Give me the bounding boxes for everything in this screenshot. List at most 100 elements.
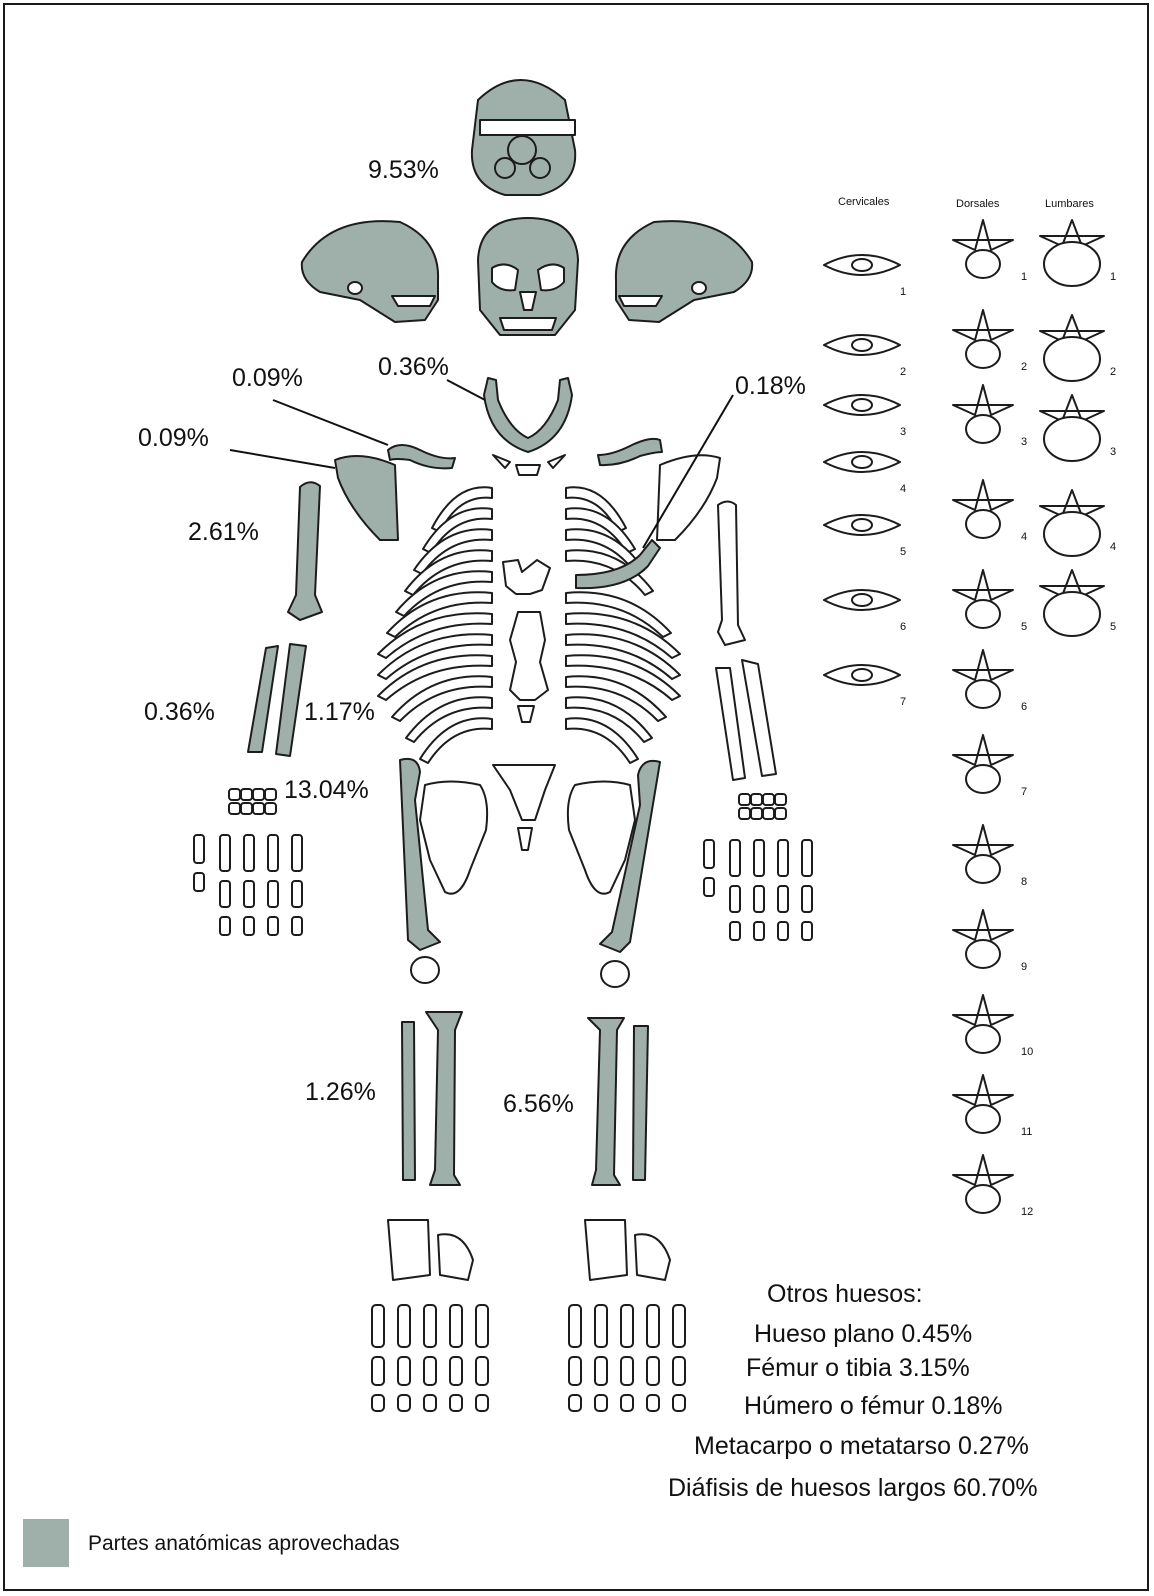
patella-right — [601, 961, 629, 987]
carpal-bone — [253, 789, 264, 800]
vertebra-number: 8 — [1021, 876, 1027, 888]
ilium-left — [420, 782, 487, 894]
foot-phalanx-bone — [398, 1395, 410, 1411]
calcaneus-bone — [388, 1220, 430, 1280]
humerus-right — [718, 502, 745, 646]
vertebra-body — [1044, 512, 1100, 556]
talus-bone — [438, 1234, 473, 1280]
foot-phalanx-bone — [569, 1357, 581, 1385]
phalanx-bone — [268, 881, 278, 907]
vertebra-number: 7 — [900, 696, 906, 708]
vertebra-body — [966, 1185, 1000, 1213]
legend-swatch — [23, 1519, 69, 1567]
hand-left — [194, 789, 302, 935]
vertebra-number: 10 — [1021, 1046, 1033, 1058]
vertebra-body — [1044, 242, 1100, 286]
sternum-body — [510, 612, 548, 700]
manubrium-fragment — [516, 465, 540, 475]
legend-label: Partes anatómicas aprovechadas — [88, 1532, 400, 1555]
vertebra-process — [953, 1155, 1013, 1185]
vertebra-body — [966, 1025, 1000, 1053]
foot-left — [372, 1220, 488, 1411]
foot-phalanx-bone — [595, 1357, 607, 1385]
vertebrae-cervical-title: Cervicales — [838, 196, 890, 208]
vertebra-foramen — [852, 259, 872, 271]
foot-right — [569, 1220, 685, 1411]
vertebra-number: 4 — [1021, 531, 1027, 543]
phalanx-bone — [194, 835, 204, 863]
vertebra-foramen — [852, 669, 872, 681]
other-bones-item: Hueso plano 0.45% — [754, 1320, 972, 1348]
vertebra-body — [966, 510, 1000, 538]
vertebra-body — [966, 940, 1000, 968]
foot-phalanx-bone — [569, 1305, 581, 1347]
label-humerus: 2.61% — [188, 518, 259, 546]
foot-phalanx-bone — [673, 1395, 685, 1411]
calcaneus-bone — [585, 1220, 627, 1280]
fibula-left — [402, 1022, 415, 1180]
skull-top-view — [472, 80, 575, 195]
foot-phalanx-bone — [372, 1395, 384, 1411]
carpal-bone — [739, 794, 750, 805]
vertebra-body — [966, 600, 1000, 628]
clavicle-left — [388, 445, 455, 468]
phalanx-bone — [220, 835, 230, 871]
skull-lateral-left — [302, 221, 438, 322]
label-radius: 1.17% — [304, 698, 375, 726]
phalanx-bone — [730, 922, 740, 940]
foot-phalanx-bone — [647, 1395, 659, 1411]
carpal-bone — [775, 794, 786, 805]
foot-phalanx-bone — [476, 1395, 488, 1411]
other-bones-item: Húmero o fémur 0.18% — [744, 1392, 1002, 1420]
phalanx-bone — [730, 886, 740, 912]
leader-line-scapula — [230, 450, 335, 468]
foot-phalanx-bone — [595, 1395, 607, 1411]
phalanx-bone — [778, 886, 788, 912]
phalanx-bone — [244, 881, 254, 907]
phalanx-bone — [220, 917, 230, 935]
foot-phalanx-bone — [621, 1305, 633, 1347]
phalanx-bone — [754, 922, 764, 940]
label-femur: 13.04% — [284, 776, 369, 804]
carpal-bone — [253, 803, 264, 814]
carpal-bone — [763, 808, 774, 819]
vertebrae-lumbar: 12345 — [1040, 220, 1116, 636]
foot-phalanx-bone — [476, 1305, 488, 1347]
vertebra-number: 9 — [1021, 961, 1027, 973]
vertebra-number: 1 — [1021, 271, 1027, 283]
ulna-left — [248, 646, 278, 752]
phalanx-bone — [754, 840, 764, 876]
fibula-right — [633, 1026, 648, 1180]
vertebra-number: 12 — [1021, 1206, 1033, 1218]
vertebra-number: 4 — [1110, 541, 1116, 553]
vertebra-number: 6 — [1021, 701, 1027, 713]
carpal-bone — [739, 808, 750, 819]
vertebra-process — [953, 480, 1013, 510]
phalanx-bone — [704, 878, 714, 896]
carpal-bone — [229, 789, 240, 800]
vertebra-body — [1044, 417, 1100, 461]
mandible-bone — [484, 378, 572, 452]
foot-phalanx-bone — [647, 1305, 659, 1347]
foot-phalanx-bone — [372, 1305, 384, 1347]
vertebrae-lumbar-title: Lumbares — [1045, 198, 1094, 210]
phalanx-bone — [802, 886, 812, 912]
vertebra-number: 6 — [900, 621, 906, 633]
sacrum — [493, 765, 555, 820]
foot-phalanx-bone — [595, 1305, 607, 1347]
vertebra-body — [966, 1105, 1000, 1133]
vertebra-process — [953, 1075, 1013, 1105]
vertebra-number: 11 — [1021, 1126, 1032, 1138]
vertebra-number: 2 — [1021, 361, 1027, 373]
vertebra-body — [966, 765, 1000, 793]
vertebra-body — [966, 680, 1000, 708]
other-bones-item: Metacarpo o metatarso 0.27% — [694, 1432, 1029, 1460]
scapula-left — [335, 456, 398, 540]
vertebra-number: 7 — [1021, 786, 1027, 798]
humerus-left — [288, 482, 322, 620]
carpal-bone — [763, 794, 774, 805]
phalanx-bone — [730, 840, 740, 876]
phalanx-bone — [244, 917, 254, 935]
tibia-right — [588, 1018, 624, 1185]
